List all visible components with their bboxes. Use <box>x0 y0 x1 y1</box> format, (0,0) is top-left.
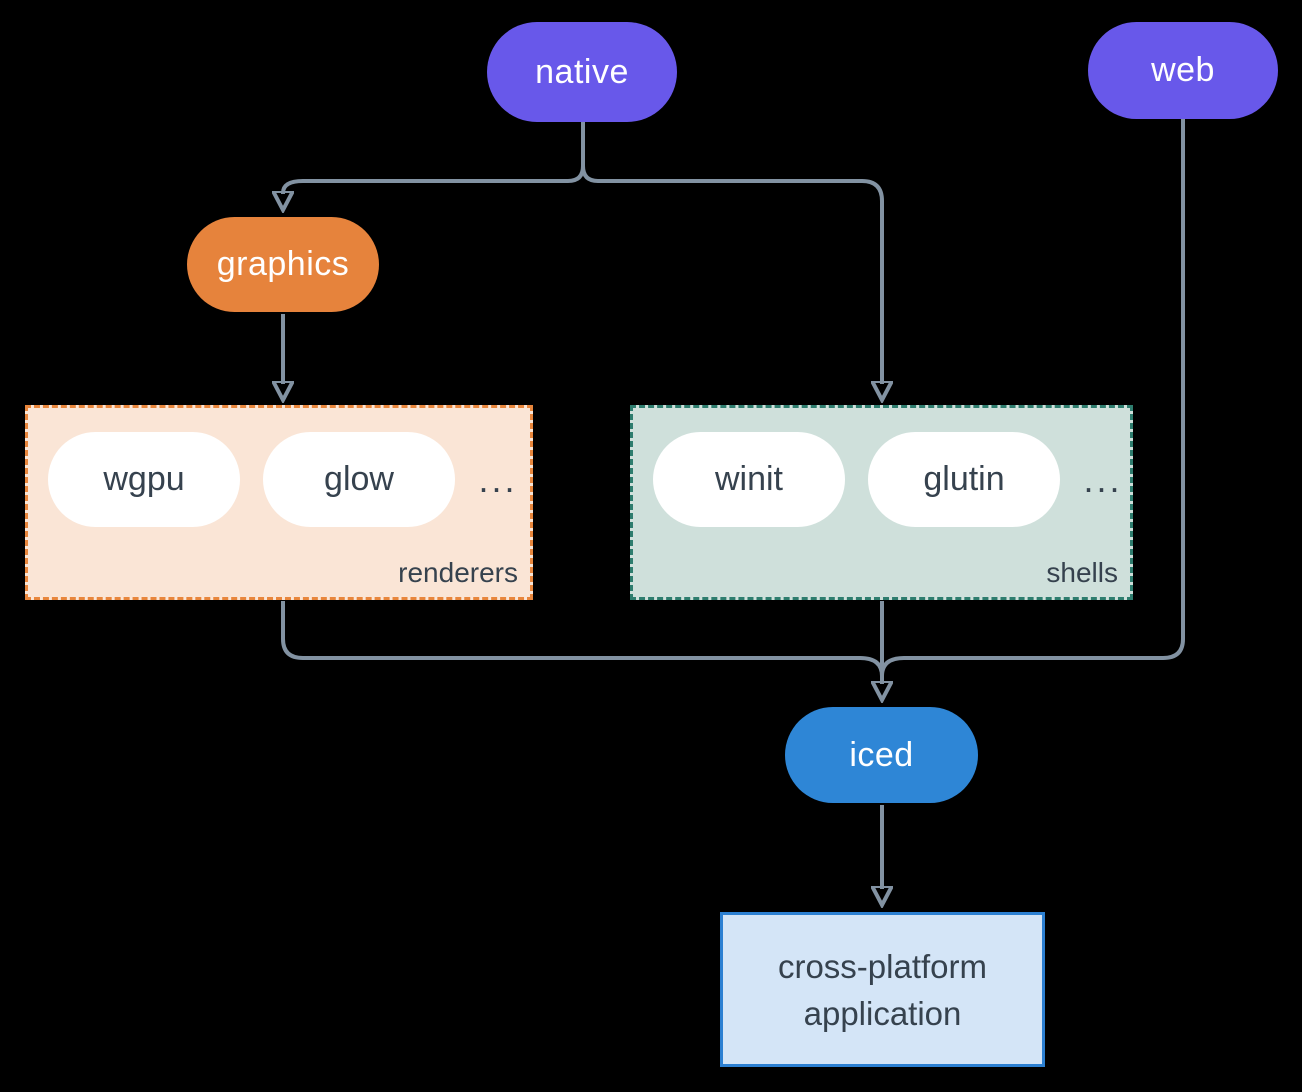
edge-native-graphics <box>283 122 585 194</box>
node-web-label: web <box>1151 51 1215 89</box>
node-wgpu-label: wgpu <box>103 460 185 498</box>
node-web: web <box>1088 22 1278 119</box>
renderers-group-label: renderers <box>398 557 518 588</box>
node-glutin-label: glutin <box>923 460 1005 498</box>
node-graphics-label: graphics <box>216 245 350 283</box>
shells-ellipsis: ... <box>1083 458 1123 500</box>
node-graphics: graphics <box>187 217 379 312</box>
edge-native-shells <box>581 122 882 384</box>
node-iced-label: iced <box>849 735 914 774</box>
edge-web-iced <box>880 119 1185 677</box>
node-winit-label: winit <box>714 460 784 498</box>
application-label-line2: application <box>803 994 962 1032</box>
node-native-label: native <box>535 52 629 91</box>
node-cross-platform-application: cross-platform application <box>720 912 1045 1067</box>
node-wgpu: wgpu <box>48 432 240 527</box>
renderers-ellipsis: ... <box>478 458 518 500</box>
node-iced: iced <box>785 707 978 803</box>
shells-group-label: shells <box>1046 557 1118 588</box>
node-native: native <box>487 22 677 122</box>
group-shells: winit glutin ... shells <box>630 405 1133 600</box>
node-winit: winit <box>653 432 845 527</box>
node-glow-label: glow <box>324 460 394 498</box>
node-glutin: glutin <box>868 432 1060 527</box>
application-label-line1: cross-platform <box>777 947 988 985</box>
node-glow: glow <box>263 432 455 527</box>
group-renderers: wgpu glow ... renderers <box>25 405 533 600</box>
edge-renderers-iced <box>281 601 884 677</box>
